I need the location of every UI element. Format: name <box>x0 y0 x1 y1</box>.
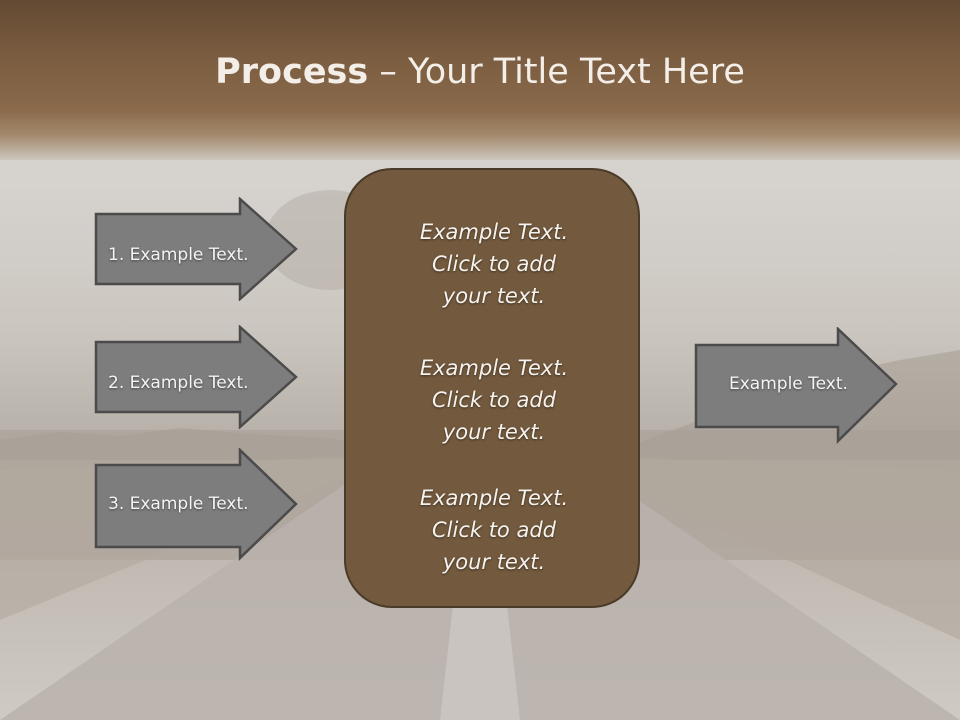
input-arrow-2-label: 2. Example Text. <box>108 373 249 393</box>
center-process-box[interactable]: Example Text. Click to add your text. Ex… <box>344 168 640 608</box>
output-arrow[interactable] <box>694 327 900 445</box>
title-banner <box>0 0 960 160</box>
title-bold: Process <box>215 52 369 92</box>
output-arrow-label: Example Text. <box>729 374 848 394</box>
center-text-3: Example Text. Click to add your text. <box>419 486 569 574</box>
input-arrow-3[interactable] <box>94 448 300 562</box>
input-arrow-1-label: 1. Example Text. <box>108 245 249 265</box>
input-arrow-2[interactable] <box>94 325 300 429</box>
title-rest: – Your Title Text Here <box>368 52 745 92</box>
slide-title[interactable]: Process – Your Title Text Here <box>0 52 960 92</box>
center-text-1: Example Text. Click to add your text. <box>419 220 569 308</box>
input-arrow-1[interactable] <box>94 197 300 301</box>
center-text-2: Example Text. Click to add your text. <box>419 356 569 444</box>
input-arrow-3-label: 3. Example Text. <box>108 494 249 514</box>
